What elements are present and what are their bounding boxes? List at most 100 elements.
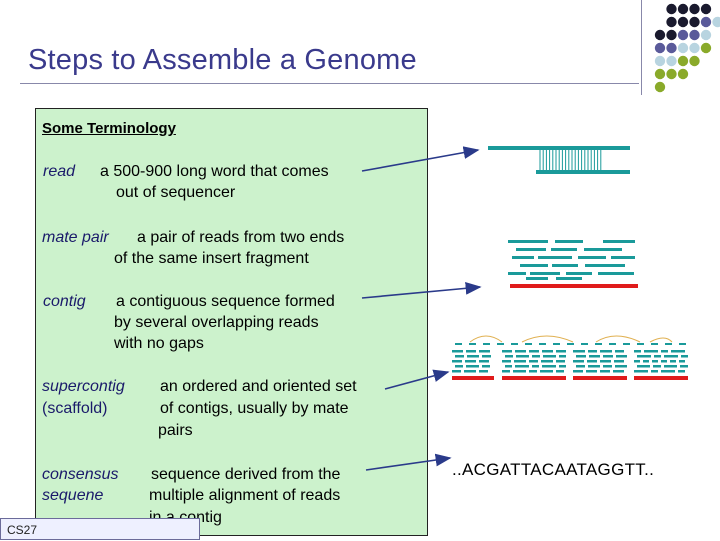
mate-link-dash	[595, 343, 602, 345]
mate-link-dash	[483, 343, 490, 345]
read-segment	[512, 256, 534, 259]
read-segment	[573, 370, 583, 373]
mate-link-dash	[469, 343, 476, 345]
read-segment	[508, 240, 548, 243]
decorative-dot	[654, 42, 666, 54]
footer-label: CS27	[0, 518, 200, 540]
decorative-dot	[700, 3, 712, 15]
read-segment	[615, 365, 627, 368]
arrow-supercontig	[384, 369, 450, 390]
read-segment	[502, 360, 511, 363]
read-segment	[600, 350, 612, 353]
decorative-dot	[677, 3, 689, 15]
header-vertical-rule	[641, 0, 642, 95]
read-segment	[573, 360, 584, 363]
mate-link-dash	[511, 343, 518, 345]
read-segment	[532, 355, 540, 358]
read-segment	[661, 370, 675, 373]
read-segment	[538, 256, 572, 259]
contig-bar	[510, 284, 638, 288]
arrow-read	[361, 146, 480, 172]
read-segment	[529, 350, 539, 353]
decorative-dot	[689, 55, 700, 67]
read-segment	[680, 365, 688, 368]
read-segment	[637, 355, 651, 358]
decorative-dot	[677, 55, 689, 67]
read-segment	[637, 365, 650, 368]
read-segment	[643, 360, 649, 363]
read-segment	[651, 370, 658, 373]
terminology-panel	[35, 108, 428, 536]
read-segment	[467, 355, 479, 358]
decorative-dot	[666, 16, 677, 28]
term-scaffold: (scaffold)	[42, 400, 108, 417]
read-segment	[516, 248, 546, 251]
term-consensus-line2: sequene	[42, 487, 104, 504]
read-segment	[644, 350, 658, 353]
read-segment	[634, 350, 641, 353]
read-segment	[654, 355, 661, 358]
read-segment	[466, 365, 479, 368]
read-segment	[611, 256, 635, 259]
decorative-dot	[666, 55, 677, 67]
decorative-dot	[700, 42, 712, 54]
consensus-sequence: ..ACGATTACAATAGGTT..	[452, 460, 655, 479]
arrow-contig	[361, 281, 482, 299]
def-read-line1: a 500-900 long word that comes	[100, 163, 329, 180]
read-segment	[530, 272, 560, 275]
read-segment	[588, 365, 600, 368]
read-segment	[520, 264, 548, 267]
read-segment	[664, 365, 677, 368]
term-supercontig: supercontig	[42, 378, 125, 395]
decorative-dot	[700, 16, 712, 28]
read-segment	[556, 350, 566, 353]
read-segment	[664, 355, 678, 358]
def-contig-line2: by several overlapping reads	[114, 314, 319, 331]
contig-bar	[502, 376, 566, 380]
read-segment	[556, 370, 564, 373]
decorative-dot	[677, 68, 689, 80]
read-segment	[576, 365, 585, 368]
read-segment	[452, 350, 463, 353]
read-segment	[465, 360, 476, 363]
read-segment	[566, 272, 592, 275]
read-segment	[578, 256, 606, 259]
contig-bar	[452, 376, 494, 380]
read-segment	[540, 370, 553, 373]
read-segment	[479, 370, 488, 373]
def-mate-pair-line2: of the same insert fragment	[114, 250, 309, 267]
read-segment	[479, 350, 490, 353]
read-segment	[559, 355, 566, 358]
mate-link-dash	[553, 343, 560, 345]
decorative-dot	[677, 29, 689, 41]
decorative-dot-grid	[654, 3, 720, 93]
read-segment	[452, 370, 461, 373]
read-segment	[681, 355, 688, 358]
decorative-dot	[666, 68, 677, 80]
read-segment	[652, 360, 658, 363]
read-segment	[556, 277, 582, 280]
read-segment	[586, 370, 597, 373]
read-segment	[603, 365, 612, 368]
read-segment	[455, 365, 463, 368]
read-segment	[588, 350, 597, 353]
read-segment	[551, 248, 577, 251]
decorative-dot	[654, 29, 666, 41]
decorative-dot	[689, 42, 700, 54]
read-segment	[513, 370, 526, 373]
slide-title: Steps to Assemble a Genome	[28, 44, 417, 76]
read-segment	[584, 248, 622, 251]
def-consensus-line2: multiple alignment of reads	[149, 487, 341, 504]
decorative-dot	[666, 29, 677, 41]
read-segment	[466, 350, 476, 353]
mate-link-dash	[567, 343, 574, 345]
read-segment	[671, 350, 685, 353]
mate-link-dash	[679, 343, 686, 345]
decorative-dot	[700, 29, 712, 41]
read-segment	[529, 360, 538, 363]
def-supercontig-line2: of contigs, usually by mate	[160, 400, 349, 417]
mate-link-dash	[665, 343, 672, 345]
def-supercontig-line3: pairs	[158, 422, 193, 439]
read-segment	[508, 272, 526, 275]
